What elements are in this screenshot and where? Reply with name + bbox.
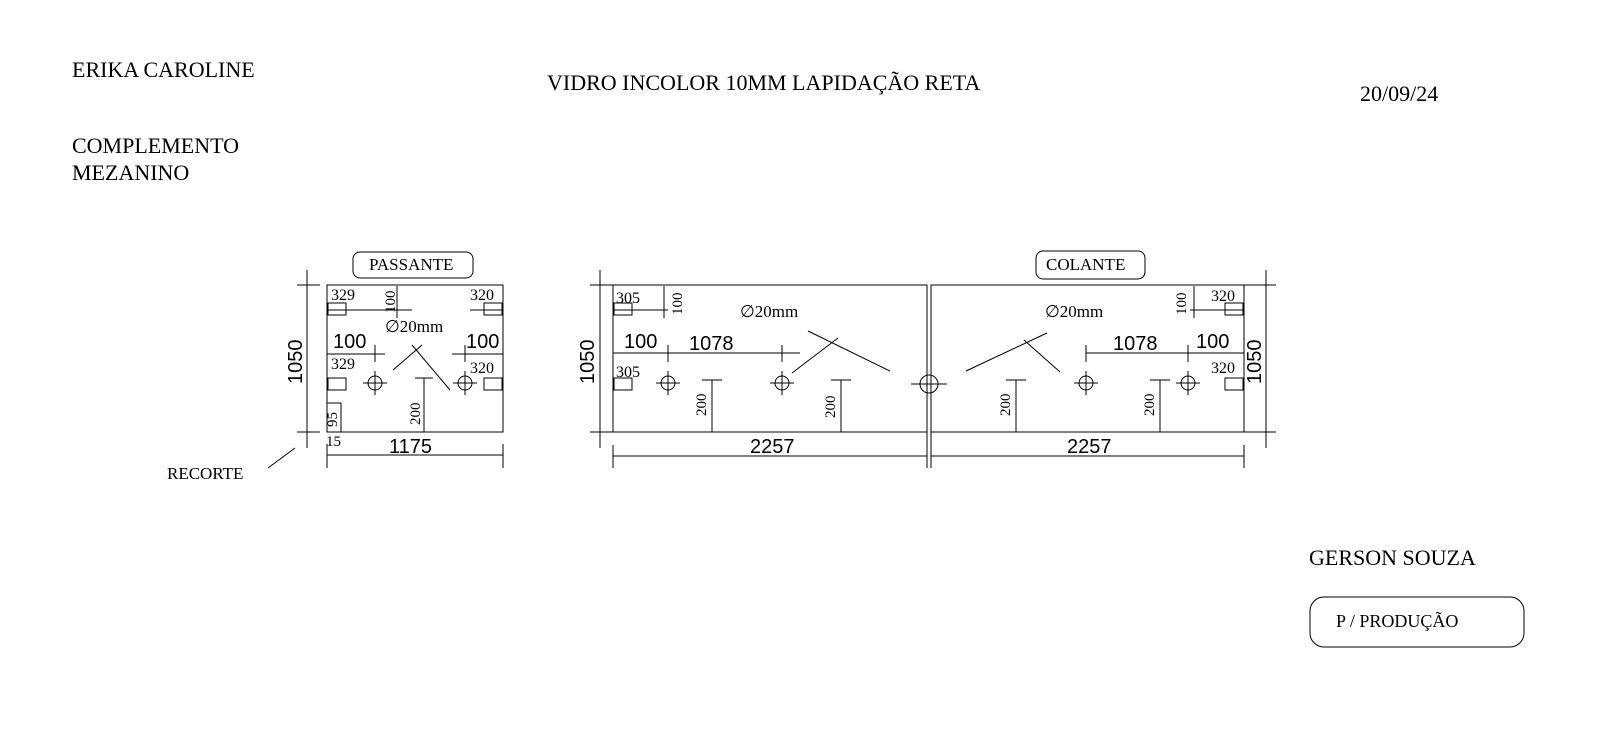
panel-right-outline <box>930 284 1245 433</box>
panel-left-top-y: 100 <box>670 293 686 316</box>
panel-right-offset: 100 <box>1196 331 1229 353</box>
status-box <box>1309 596 1525 648</box>
panel-small-height: 1050 <box>285 340 307 385</box>
panel-small-cut-w: 15 <box>326 434 341 450</box>
panel-left-outline <box>612 284 928 433</box>
panel-left <box>590 270 928 468</box>
panel-small-offset-right: 100 <box>466 331 499 353</box>
hinge-box <box>483 377 503 391</box>
panel-right-spacing: 1078 <box>1113 333 1158 355</box>
panel-left-bottom-vert-2: 200 <box>823 396 839 419</box>
panel-small <box>267 270 504 469</box>
panel-right-height: 1050 <box>1244 340 1266 385</box>
panel-small-cut-h: 95 <box>325 412 341 427</box>
panel-small-mid-right-x: 320 <box>470 360 494 377</box>
panel-small-notch <box>327 402 342 432</box>
panel-right-top-y: 100 <box>1174 293 1190 316</box>
panel-small-tag: PASSANTE <box>369 255 453 274</box>
panel-small-mid-left-x: 329 <box>331 356 355 373</box>
panel-right-mid-x: 320 <box>1211 360 1235 377</box>
status-label: P / PRODUÇÃO <box>1336 610 1458 631</box>
project-line-2: MEZANINO <box>72 160 189 185</box>
panel-left-spacing: 1078 <box>689 333 734 355</box>
recorte-leader <box>267 447 296 469</box>
panel-small-bottom-vert: 200 <box>408 403 424 426</box>
hinge-box <box>613 302 633 316</box>
panel-left-top-x: 305 <box>616 290 640 307</box>
panel-small-tag-box <box>352 251 474 279</box>
panel-small-outline <box>326 284 504 433</box>
panel-right-top-x: 320 <box>1211 288 1235 305</box>
panel-small-hole-dim: ∅20mm <box>385 317 443 336</box>
panel-left-offset: 100 <box>624 331 657 353</box>
hinge-box <box>1224 377 1244 391</box>
hinge-box <box>327 302 347 316</box>
panel-joint <box>911 285 947 468</box>
panel-small-top-left-y: 100 <box>383 291 399 314</box>
hinge-box <box>613 377 633 391</box>
panel-small-width: 1175 <box>389 436 432 458</box>
panel-left-width: 2257 <box>750 436 795 458</box>
panel-right <box>930 270 1276 468</box>
panel-right-tag-box <box>1035 250 1146 280</box>
panel-right-bottom-vert-1: 200 <box>998 394 1014 417</box>
project-line-1: COMPLEMENTO <box>72 133 239 158</box>
panel-left-bottom-vert-1: 200 <box>694 394 710 417</box>
panel-right-tag: COLANTE <box>1046 255 1125 274</box>
panel-left-hole-dim: ∅20mm <box>740 302 798 321</box>
panel-left-mid-x: 305 <box>616 364 640 381</box>
panel-small-top-left-x: 329 <box>331 287 355 304</box>
hinge-box <box>1224 302 1244 316</box>
panel-small-offset-left: 100 <box>333 331 366 353</box>
panel-small-top-right-x: 320 <box>470 287 494 304</box>
page-title: VIDRO INCOLOR 10MM LAPIDAÇÃO RETA <box>547 70 980 95</box>
panel-left-height: 1050 <box>577 340 599 385</box>
author-name: GERSON SOUZA <box>1309 545 1476 570</box>
hinge-box <box>327 377 347 391</box>
panel-right-hole-dim: ∅20mm <box>1045 302 1103 321</box>
recorte-label: RECORTE <box>167 464 243 483</box>
hinge-box <box>483 302 503 316</box>
panel-right-bottom-vert-2: 200 <box>1142 394 1158 417</box>
panel-right-width: 2257 <box>1067 436 1112 458</box>
date: 20/09/24 <box>1360 81 1438 106</box>
client-name: ERIKA CAROLINE <box>72 57 255 82</box>
